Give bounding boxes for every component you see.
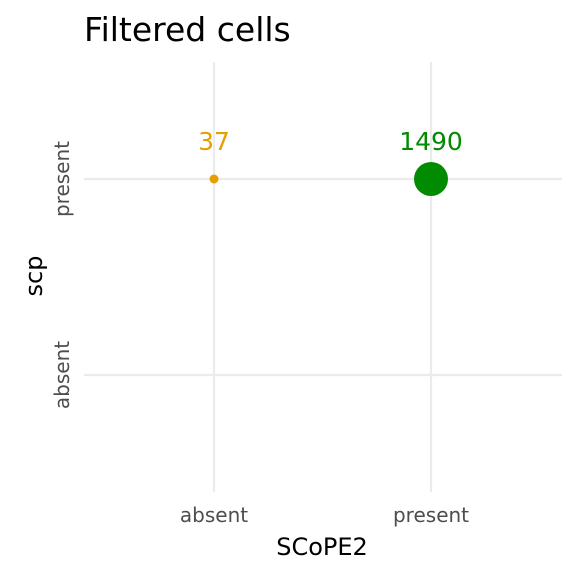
y-tick-absent: absent	[50, 341, 74, 409]
gridlines	[84, 62, 562, 492]
data-label-present-present: 1490	[399, 127, 463, 156]
x-axis-title: SCoPE2	[276, 533, 368, 561]
data-point-present-present	[414, 162, 448, 196]
chart-title: Filtered cells	[84, 10, 291, 49]
y-tick-present: present	[50, 141, 74, 217]
x-tick-absent: absent	[180, 503, 248, 527]
y-axis-ticks: absent present	[50, 141, 74, 409]
data-point-absent-present	[209, 174, 219, 184]
data-points: 37 1490	[198, 127, 463, 196]
data-label-absent-present: 37	[198, 127, 230, 156]
x-tick-present: present	[393, 503, 469, 527]
y-axis-title: scp	[20, 256, 48, 297]
x-axis-ticks: absent present	[180, 503, 469, 527]
